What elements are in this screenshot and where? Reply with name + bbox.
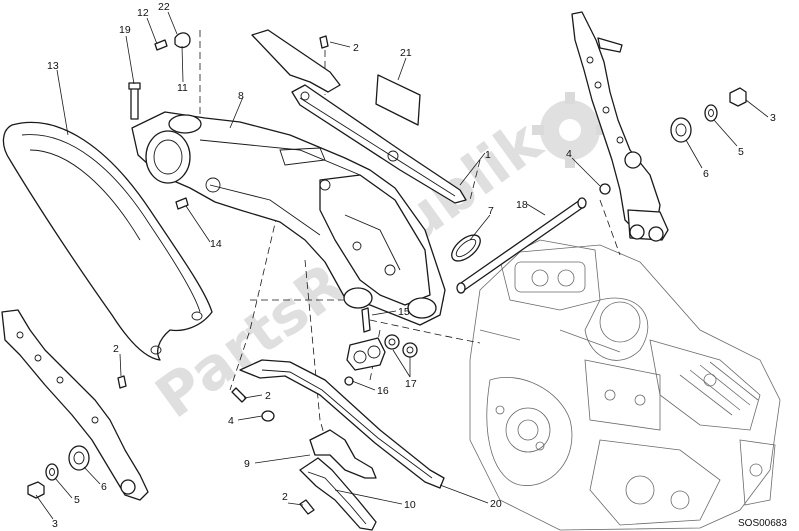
callout-7: 7 — [488, 205, 494, 217]
seal-ring — [451, 234, 481, 262]
callout-8: 8 — [238, 90, 244, 102]
callout-2-bottom: 2 — [282, 491, 288, 503]
callout-4-mid: 4 — [228, 415, 234, 427]
screw-2-mid — [231, 387, 247, 403]
chain-guard — [251, 29, 467, 204]
callout-3-top: 3 — [770, 112, 776, 124]
left-footrest-bracket — [1, 309, 149, 501]
callout-16: 16 — [377, 385, 389, 397]
callout-9: 9 — [244, 458, 250, 470]
callout-2-mid: 2 — [265, 390, 271, 402]
callout-13: 13 — [47, 60, 59, 72]
screw-12 — [154, 39, 168, 51]
callout-4-right: 4 — [566, 148, 572, 160]
leader-lines — [35, 11, 769, 520]
screw-2-top — [319, 35, 329, 49]
sticker-plate — [375, 74, 421, 126]
screw-2-left — [117, 375, 127, 389]
right-footrest-bracket — [571, 11, 669, 242]
washer-4-mid — [261, 410, 275, 422]
callout-6-top: 6 — [703, 168, 709, 180]
lower-chain-guide — [239, 359, 445, 489]
callout-15: 15 — [398, 306, 410, 318]
callout-12: 12 — [137, 7, 149, 19]
screw-2-bottom — [299, 499, 315, 515]
callout-14: 14 — [210, 238, 222, 250]
swingarm — [131, 111, 446, 326]
pivot-shaft — [456, 197, 587, 294]
screw-14 — [175, 197, 189, 210]
drawing-code: SOS00683 — [738, 518, 787, 529]
callout-2-left: 2 — [113, 343, 119, 355]
callout-10: 10 — [404, 499, 416, 511]
chain-slider — [299, 429, 377, 531]
callout-11: 11 — [177, 82, 188, 94]
callout-18: 18 — [516, 199, 528, 211]
rear-mudguard — [2, 121, 213, 361]
callout-20: 20 — [490, 498, 502, 510]
callout-1: 1 — [485, 149, 491, 161]
top-bushing-set — [599, 87, 747, 195]
callout-2-top: 2 — [353, 42, 359, 54]
callout-labels: 13 19 12 22 11 8 2 21 1 14 7 18 4 3 5 6 … — [47, 1, 776, 530]
fasteners — [117, 32, 329, 515]
callout-19: 19 — [119, 24, 131, 36]
callout-5-top: 5 — [738, 146, 744, 158]
callout-17: 17 — [405, 378, 417, 390]
callout-22: 22 — [158, 1, 170, 13]
callout-5-bottom: 5 — [74, 494, 80, 506]
engine-block — [469, 239, 781, 531]
clip-22 — [174, 32, 191, 49]
callout-3-bottom: 3 — [52, 518, 58, 530]
callout-6-bottom: 6 — [101, 481, 107, 493]
callout-21: 21 — [400, 47, 412, 59]
shock-link — [344, 307, 418, 386]
bolt-19 — [128, 82, 141, 120]
